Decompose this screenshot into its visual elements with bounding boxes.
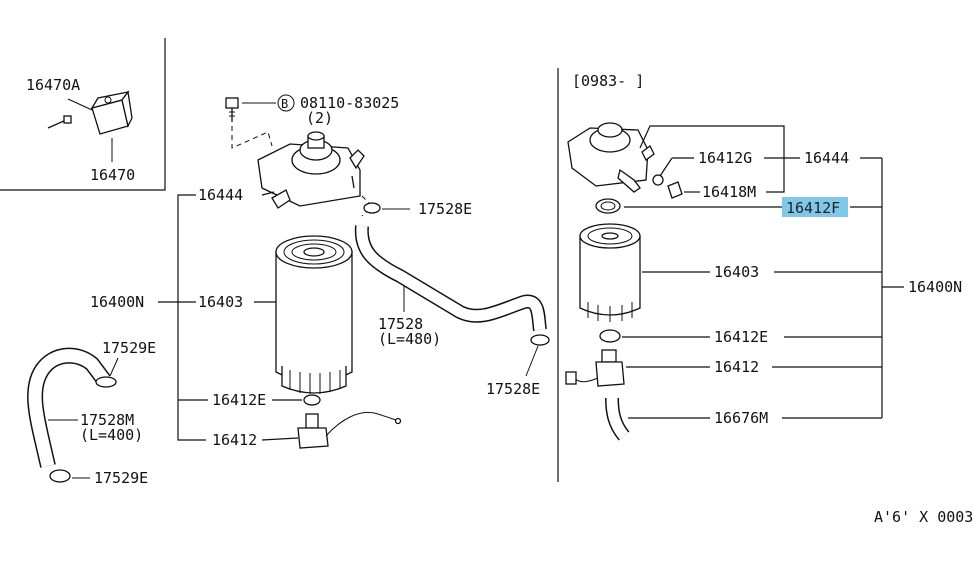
footer-code: A'6' X 0003: [874, 508, 973, 526]
label-16403: 16403: [198, 293, 243, 311]
label-17528: 17528: [378, 315, 423, 333]
label-16412f[interactable]: 16412F: [786, 199, 840, 217]
label-16418m: 16418M: [702, 183, 756, 201]
date-range: [0983- ]: [572, 72, 644, 90]
sensor-16412-right[interactable]: [565, 349, 625, 387]
hose-17528[interactable]: [354, 225, 547, 332]
bracket-16444-right: [639, 125, 785, 193]
label-16400n: 16400N: [90, 293, 144, 311]
clamp-17529e-top[interactable]: [95, 376, 117, 388]
hose-17528m[interactable]: [27, 347, 111, 468]
fuel-filter-16403[interactable]: [275, 235, 353, 394]
label-16444: 16444: [198, 186, 243, 204]
label-17528m: 17528M: [80, 411, 134, 429]
label-17529e-bottom: 17529E: [94, 469, 148, 487]
filter-head-16444-right[interactable]: [567, 122, 655, 193]
fitting-16412g[interactable]: [652, 174, 664, 186]
label-bolt: 08110-83025: [300, 94, 399, 112]
label-16676m: 16676M: [714, 409, 768, 427]
fuel-filter-16403-right[interactable]: [579, 223, 641, 322]
relay-16470[interactable]: [90, 90, 133, 135]
label-17528m-len: (L=400): [80, 426, 143, 444]
sensor-16412-left[interactable]: [297, 412, 402, 449]
bolt-marker: B: [281, 97, 288, 111]
label-17528e-top: 17528E: [418, 200, 472, 218]
gasket-16412e-right[interactable]: [599, 329, 621, 343]
label-16400n-right: 16400N: [908, 278, 962, 296]
leader-16412g: [659, 157, 673, 177]
highlight-16412f[interactable]: [782, 197, 848, 217]
bolt-08110-83025[interactable]: [225, 97, 239, 122]
head-dashline: [361, 195, 373, 217]
label-17528-len: (L=480): [378, 330, 441, 348]
leader-16444-left: [261, 191, 275, 196]
label-16412-right: 16412: [714, 358, 759, 376]
filter-head-16444[interactable]: [257, 131, 365, 209]
leader-17529e-top: [109, 357, 119, 377]
label-16470a: 16470A: [26, 76, 80, 94]
label-16412: 16412: [212, 431, 257, 449]
label-16470: 16470: [90, 166, 135, 184]
label-16403-right: 16403: [714, 263, 759, 281]
leader-17528e-right: [525, 345, 539, 377]
leader-16470a: [67, 98, 93, 111]
label-17528e-right: 17528E: [486, 380, 540, 398]
label-16412e: 16412E: [212, 391, 266, 409]
gasket-16412e-left[interactable]: [303, 394, 321, 406]
bolt-dashline: [231, 126, 273, 149]
seal-16412f[interactable]: [595, 198, 621, 214]
hose-16676m[interactable]: [605, 397, 630, 441]
clip-17528e-top[interactable]: [363, 202, 381, 214]
label-16412e-right: 16412E: [714, 328, 768, 346]
label-bolt-qty: (2): [306, 109, 333, 127]
label-17529e-top: 17529E: [102, 339, 156, 357]
clip-17528e-right[interactable]: [530, 334, 550, 346]
bracket-16400n-left: [177, 194, 206, 441]
label-16444-right: 16444: [804, 149, 849, 167]
inset-frame: [0, 38, 166, 191]
plug-16418m[interactable]: [667, 181, 683, 199]
clamp-17529e-bottom[interactable]: [49, 469, 71, 483]
screw-16470a[interactable]: [47, 115, 72, 129]
leader-16412-left: [261, 437, 299, 441]
label-16412g: 16412G: [698, 149, 752, 167]
bolt-marker-circle: [277, 94, 295, 112]
